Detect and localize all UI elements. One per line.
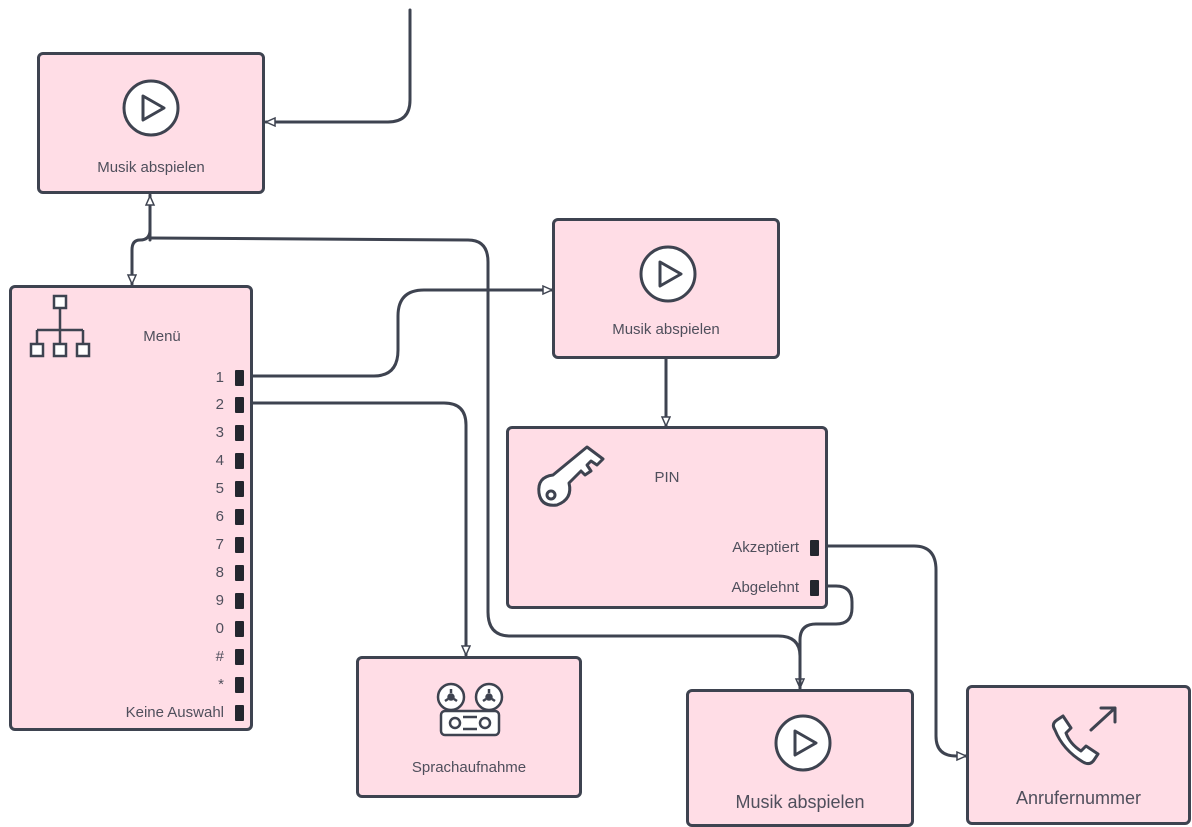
port-label-star: * bbox=[218, 676, 224, 693]
port-8[interactable] bbox=[235, 565, 244, 581]
outgoing-call-icon bbox=[1051, 706, 1117, 766]
port-no-selection[interactable] bbox=[235, 705, 244, 721]
port-label-accepted: Akzeptiert bbox=[732, 539, 799, 556]
port-label-7: 7 bbox=[215, 536, 224, 553]
port-label-no-selection: Keine Auswahl bbox=[125, 704, 224, 721]
port-label-1: 1 bbox=[215, 369, 224, 386]
play-music-node-middle[interactable]: Musik abspielen bbox=[552, 218, 780, 359]
port-3[interactable] bbox=[235, 425, 244, 441]
port-7[interactable] bbox=[235, 537, 244, 553]
play-music-node-top[interactable]: Musik abspielen bbox=[37, 52, 265, 194]
pin-node[interactable]: PIN Akzeptiert Abgelehnt bbox=[506, 426, 828, 609]
port-accepted[interactable] bbox=[810, 540, 819, 556]
menu-node[interactable]: Menü 1 2 3 4 5 6 7 8 9 0 # * Keine Auswa… bbox=[9, 285, 253, 731]
port-label-hash: # bbox=[215, 648, 224, 665]
port-rejected[interactable] bbox=[810, 580, 819, 596]
node-label: PIN bbox=[654, 469, 680, 486]
node-label: Menü bbox=[143, 328, 181, 345]
port-label-9: 9 bbox=[215, 592, 224, 609]
node-label: Anrufernummer bbox=[1015, 788, 1142, 808]
port-5[interactable] bbox=[235, 481, 244, 497]
port-0[interactable] bbox=[235, 621, 244, 637]
wire-top-to-play bbox=[266, 8, 412, 122]
wire-rejected-to-play-bottom bbox=[798, 584, 854, 690]
caller-number-node[interactable]: Anrufernummer bbox=[966, 685, 1191, 825]
wire-to-play-bottom bbox=[148, 236, 800, 688]
wire-menu1-to-play-mid bbox=[242, 290, 552, 378]
play-icon bbox=[774, 714, 832, 772]
play-music-node-bottom[interactable]: Musik abspielen bbox=[686, 689, 914, 827]
port-label-rejected: Abgelehnt bbox=[731, 579, 799, 596]
port-label-4: 4 bbox=[215, 452, 224, 469]
port-label-2: 2 bbox=[215, 396, 224, 413]
port-9[interactable] bbox=[235, 593, 244, 609]
port-2[interactable] bbox=[235, 397, 244, 413]
port-4[interactable] bbox=[235, 453, 244, 469]
play-icon bbox=[639, 245, 697, 303]
wire-menu2-to-record bbox=[242, 401, 466, 655]
hierarchy-icon bbox=[29, 294, 91, 358]
port-label-3: 3 bbox=[215, 424, 224, 441]
node-label: Musik abspielen bbox=[735, 792, 865, 812]
wire-accepted-to-call bbox=[816, 544, 966, 756]
node-label: Musik abspielen bbox=[612, 321, 720, 338]
node-label: Musik abspielen bbox=[97, 159, 205, 176]
port-hash[interactable] bbox=[235, 649, 244, 665]
port-label-8: 8 bbox=[215, 564, 224, 581]
play-icon bbox=[122, 79, 180, 137]
key-icon bbox=[537, 445, 605, 507]
node-label: Sprachaufnahme bbox=[411, 759, 527, 776]
port-star[interactable] bbox=[235, 677, 244, 693]
port-6[interactable] bbox=[235, 509, 244, 525]
voice-recording-node[interactable]: Sprachaufnahme bbox=[356, 656, 582, 798]
port-label-5: 5 bbox=[215, 480, 224, 497]
tape-recorder-icon bbox=[436, 682, 504, 737]
wire-play-to-menu bbox=[132, 193, 152, 284]
port-label-6: 6 bbox=[215, 508, 224, 525]
port-label-0: 0 bbox=[215, 620, 224, 637]
port-1[interactable] bbox=[235, 370, 244, 386]
